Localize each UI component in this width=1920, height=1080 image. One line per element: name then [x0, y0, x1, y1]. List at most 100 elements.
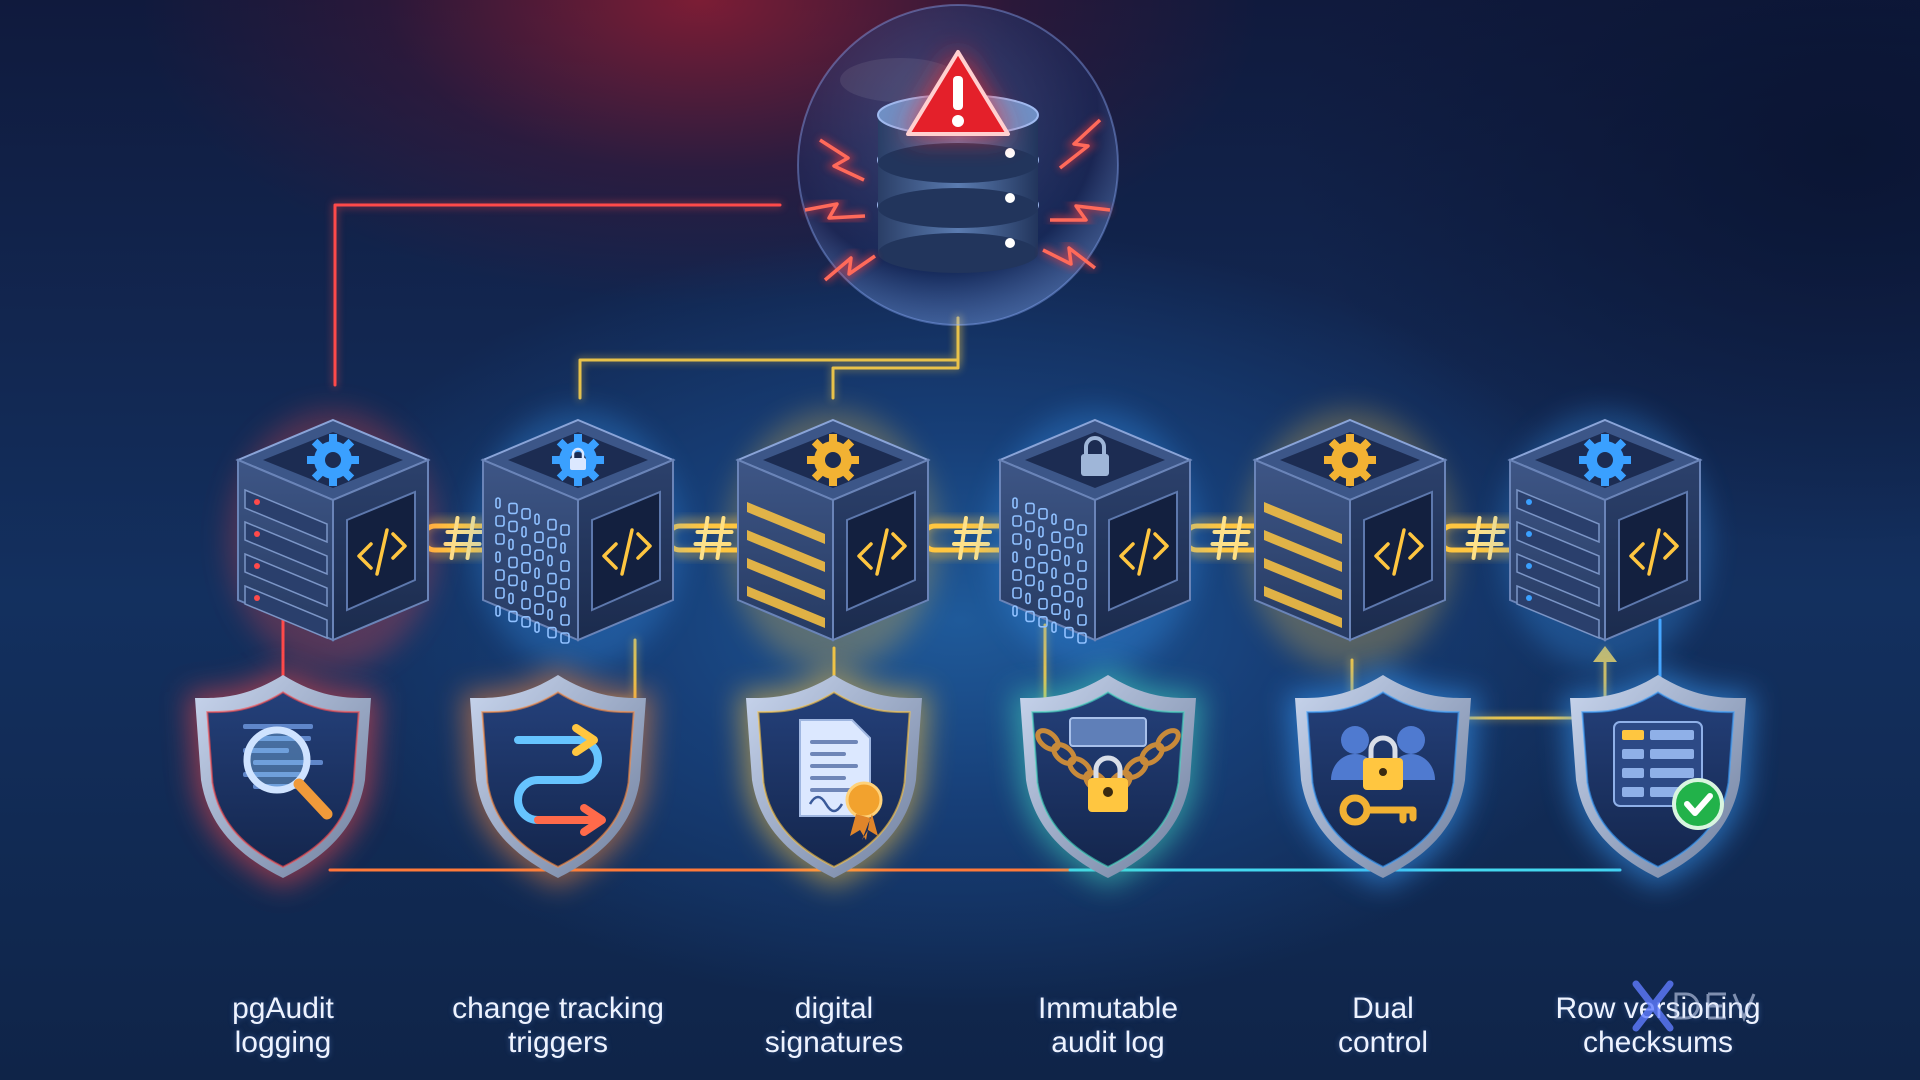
lightning-icon [1042, 246, 1097, 270]
label-line-1: pgAudit [232, 992, 334, 1025]
compromised-database [797, 4, 1119, 326]
binary-digit [547, 590, 557, 603]
binary-digit [1038, 561, 1048, 574]
data-bar [747, 530, 825, 572]
data-bar [747, 558, 825, 600]
binary-digit [534, 531, 544, 544]
binary-digit [1051, 549, 1061, 562]
binary-digit [1051, 531, 1061, 544]
lock-icon [1081, 436, 1109, 476]
binary-digit [1051, 567, 1057, 580]
label-line-2: checksums [1582, 1026, 1734, 1059]
binary-digit [508, 538, 514, 551]
gear-icon [307, 434, 359, 486]
binary-digit [1051, 603, 1061, 616]
binary-digit [547, 572, 557, 585]
server-slot [1516, 552, 1600, 608]
control-shields [187, 667, 1754, 887]
binary-digit [1038, 579, 1044, 592]
binary-digit [521, 597, 531, 610]
binary-digit [1064, 536, 1074, 549]
hash-chain [228, 410, 1710, 670]
magnifier-icon [243, 724, 333, 820]
shield-2 [462, 667, 654, 887]
binary-digit [508, 592, 514, 605]
binary-digit [547, 518, 557, 531]
binary-digit [508, 502, 518, 515]
binary-digit [521, 561, 531, 574]
server-slot [1516, 488, 1600, 544]
binary-digit [1077, 632, 1087, 644]
document-seal-icon [799, 719, 883, 840]
label-line-2: control [1337, 1026, 1429, 1059]
binary-digit [1064, 572, 1074, 585]
gear-lock-icon [552, 434, 604, 486]
binary-digit [495, 533, 505, 545]
binary-digit [1012, 533, 1022, 545]
code-brackets-icon [1119, 528, 1169, 576]
binary-digit [1077, 578, 1087, 590]
block-4 [990, 410, 1200, 670]
server-slot [244, 584, 328, 640]
label-line-1: change tracking [452, 992, 664, 1025]
server-slot [244, 552, 328, 608]
x-dev-logo-watermark [1632, 980, 1756, 1032]
binary-digit [1025, 592, 1031, 605]
block-6 [1500, 410, 1710, 670]
code-brackets-icon [1374, 528, 1424, 576]
binary-digit [1025, 538, 1031, 551]
binary-digit [521, 543, 531, 556]
binary-digit [534, 621, 540, 634]
binary-digit [534, 567, 540, 580]
binary-digit [534, 549, 544, 562]
gear-icon [1324, 434, 1376, 486]
binary-digit [1012, 587, 1022, 599]
server-slot [244, 520, 328, 576]
binary-digit [560, 524, 570, 536]
shield-face [206, 691, 360, 868]
server-slot [1516, 520, 1600, 576]
binary-digit [1012, 605, 1018, 617]
data-bar [1264, 558, 1342, 600]
binary-digit [1012, 497, 1018, 509]
binary-digit [521, 525, 527, 538]
label-line-2: signatures [764, 1026, 904, 1059]
yellow-connector-db-to-block-3 [831, 316, 960, 400]
binary-digit [547, 626, 557, 639]
label-line-1: Dual [1352, 992, 1414, 1025]
data-bar [747, 502, 825, 544]
block-1 [228, 410, 438, 670]
gear-icon [807, 434, 859, 486]
code-brackets-icon [857, 528, 907, 576]
binary-digit [547, 608, 553, 621]
binary-digit [534, 513, 540, 526]
binary-digit [1077, 542, 1083, 554]
binary-digit [521, 507, 531, 520]
binary-digit [1064, 590, 1074, 603]
binary-digit [560, 596, 566, 608]
chain-padlock-icon [1035, 717, 1181, 812]
binary-digit [1038, 525, 1044, 538]
binary-digit [1038, 615, 1048, 628]
shield-5 [1287, 667, 1479, 887]
binary-digit [1038, 543, 1048, 556]
binary-digit [508, 556, 518, 569]
code-brackets-icon [1629, 528, 1679, 576]
binary-digit [1064, 518, 1074, 531]
binary-digit [1077, 524, 1087, 536]
binary-digit [1025, 556, 1035, 569]
binary-digit [560, 542, 566, 554]
binary-digit [1051, 585, 1061, 598]
server-slot [1516, 584, 1600, 640]
block-2 [473, 410, 683, 670]
code-brackets-icon [357, 528, 407, 576]
binary-digit [1064, 626, 1074, 639]
data-bar [1264, 502, 1342, 544]
binary-digit [1012, 551, 1018, 563]
binary-digit [1064, 554, 1070, 567]
binary-digit [1077, 614, 1087, 626]
